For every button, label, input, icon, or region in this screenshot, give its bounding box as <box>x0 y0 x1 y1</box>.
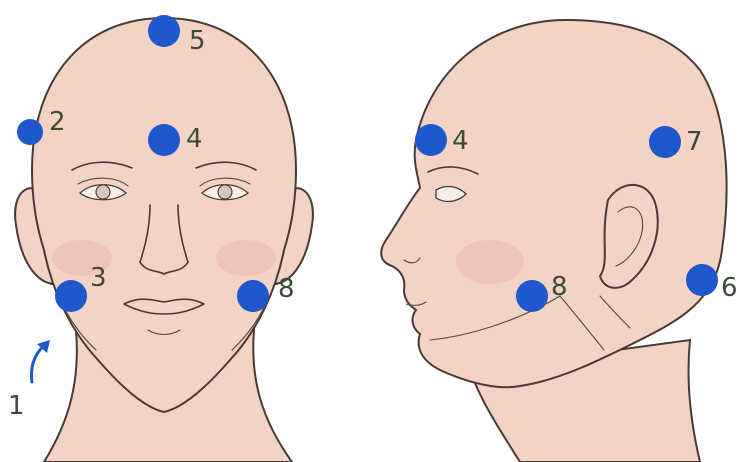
label-4-front: 4 <box>186 124 203 154</box>
front-face <box>32 18 296 412</box>
label-8-side: 8 <box>551 272 568 302</box>
point-4-front <box>148 124 180 156</box>
label-2-front: 2 <box>49 107 66 137</box>
point-4-side <box>415 124 447 156</box>
side-face <box>381 20 726 387</box>
label-4-side: 4 <box>452 126 469 156</box>
label-8-front: 8 <box>278 274 295 304</box>
point-6-side <box>686 264 718 296</box>
label-3-front: 3 <box>90 263 107 293</box>
front-head <box>15 18 313 462</box>
point-8-side <box>516 280 548 312</box>
label-5-front: 5 <box>189 26 206 56</box>
label-6-side: 6 <box>721 273 738 303</box>
label-1: 1 <box>8 391 25 421</box>
side-head <box>381 20 726 462</box>
point-3-front <box>55 280 87 312</box>
point-2-front <box>17 119 43 145</box>
label-7-side: 7 <box>686 127 703 157</box>
point-7-side <box>649 126 681 158</box>
point-8-front <box>237 280 269 312</box>
point-5-front <box>148 15 180 47</box>
curved-arrow-icon <box>32 340 51 382</box>
